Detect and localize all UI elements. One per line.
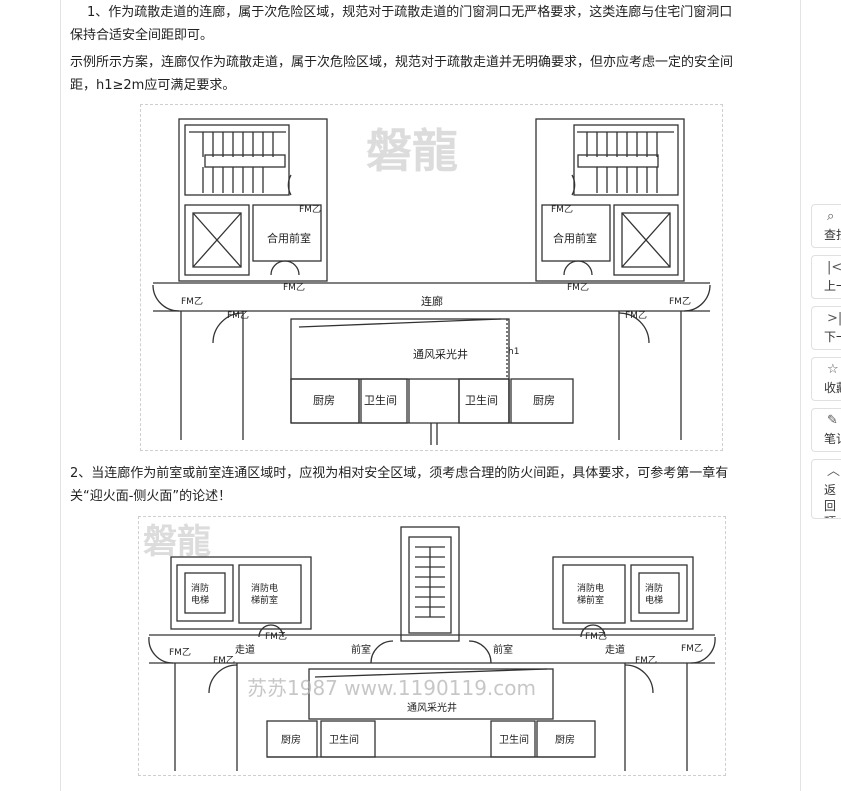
favorite-label: 收藏 [824, 381, 841, 395]
next-label: 下一 [824, 330, 841, 344]
back-to-top-button[interactable]: ︿ 返回顶部 [811, 459, 841, 519]
paragraph-3-line-2: 关“迎火面-侧火面”的论述！ [70, 489, 232, 504]
fm-label-3: FM乙 [551, 204, 573, 215]
h1-dimension-label: h1 [508, 347, 519, 357]
content-border-right [800, 0, 801, 791]
paragraph-1: 1、作为疏散走道的连廊，属于次危险区域，规范对于疏散走道的门窗洞口无严格要求，这… [70, 1, 788, 47]
lightwell-label: 通风采光井 [413, 347, 468, 361]
fire-elevator-right-label-1: 消防 [645, 582, 663, 594]
lightwell-label-2: 通风采光井 [407, 701, 457, 714]
kitchen-left-label-2: 厨房 [281, 733, 301, 746]
previous-label: 上一 [824, 279, 841, 293]
fire-elevator-right-label-2: 电梯 [645, 594, 663, 606]
notes-label: 笔记 [824, 432, 841, 446]
bathroom-left-label-2: 卫生间 [329, 733, 359, 746]
paragraph-3: 2、当连廊作为前室或前室连通区域时，应视为相对安全区域，须考虑合理的防火间距，具… [70, 462, 788, 508]
fm-label-6: FM乙 [227, 310, 249, 321]
previous-button[interactable]: |< 上一 [811, 255, 841, 299]
fire-anteroom-left-label-1: 消防电 [251, 582, 278, 594]
paragraph-2: 示例所示方案，连廊仅作为疏散走道，属于次危险区域，规范对于疏散走道并无明确要求，… [70, 51, 788, 97]
fire-anteroom-left-label-2: 梯前室 [251, 594, 278, 606]
fm-label-8: FM乙 [669, 296, 691, 307]
fire-anteroom-right-label-1: 消防电 [577, 582, 604, 594]
next-icon: >| [827, 311, 841, 326]
fm-label-2: FM乙 [283, 282, 305, 293]
floor-plan-figure-2: 磐龍 [138, 516, 726, 776]
shared-anteroom-right-label: 合用前室 [553, 231, 597, 245]
watermark-logo-2: 磐龍 [143, 522, 211, 562]
find-button[interactable]: ⌕ 查找 [811, 204, 841, 248]
bathroom-left-label: 卫生间 [364, 393, 397, 407]
fire-elevator-left-label-1: 消防 [191, 582, 209, 594]
corridor-right-label: 走道 [605, 643, 625, 656]
floor-plan-figure-1: 磐龍 [140, 104, 723, 451]
floor-plan-2-drawing: 磐龍 [143, 522, 716, 771]
pen-icon: ✎ [827, 413, 838, 428]
kitchen-left-label: 厨房 [313, 394, 335, 407]
fm-label-5: FM乙 [181, 296, 203, 307]
paragraph-2-line-1: 示例所示方案，连廊仅作为疏散走道，属于次危险区域，规范对于疏散走道并无明确要求，… [70, 55, 734, 70]
find-label: 查找 [824, 228, 841, 242]
fire-anteroom-right-label-2: 梯前室 [577, 594, 604, 606]
next-button[interactable]: >| 下一 [811, 306, 841, 350]
corridor-label: 连廊 [421, 294, 443, 308]
bathroom-right-label: 卫生间 [465, 393, 498, 407]
notes-button[interactable]: ✎ 笔记 [811, 408, 841, 452]
anteroom-right-label: 前室 [493, 643, 513, 656]
floor-plan-1-drawing: 磐龍 [152, 118, 711, 445]
content-border-left [60, 0, 61, 791]
paragraph-1-line-2: 保持合适安全间距即可。 [70, 28, 214, 43]
fig2-fm-label-2: FM乙 [585, 631, 607, 642]
star-icon: ☆ [827, 362, 839, 377]
anteroom-left-label: 前室 [351, 643, 371, 656]
back-to-top-label: 返回顶部 [824, 483, 837, 518]
fm-label-1: FM乙 [299, 204, 321, 215]
fig2-fm-label-5: FM乙 [635, 655, 657, 666]
fig2-fm-label-4: FM乙 [213, 655, 235, 666]
side-toolbar: ⌕ 查找 |< 上一 >| 下一 ☆ 收藏 ✎ 笔记 ︿ 返回顶部 [811, 204, 841, 526]
fig2-fm-label-1: FM乙 [265, 631, 287, 642]
fm-label-7: FM乙 [625, 310, 647, 321]
paragraph-1-line-1: 1、作为疏散走道的连廊，属于次危险区域，规范对于疏散走道的门窗洞口无严格要求，这… [87, 5, 733, 20]
fm-label-4: FM乙 [567, 282, 589, 293]
favorite-button[interactable]: ☆ 收藏 [811, 357, 841, 401]
fire-elevator-left-label-2: 电梯 [191, 594, 209, 606]
kitchen-right-label: 厨房 [533, 394, 555, 407]
fig2-fm-label-3: FM乙 [169, 647, 191, 658]
paragraph-2-line-2: 距，h1≥2m应可满足要求。 [70, 78, 236, 93]
prev-icon: |< [827, 260, 841, 275]
shared-anteroom-left-label: 合用前室 [267, 231, 311, 245]
bathroom-right-label-2: 卫生间 [499, 733, 529, 746]
kitchen-right-label-2: 厨房 [555, 733, 575, 746]
corridor-left-label: 走道 [235, 643, 255, 656]
search-icon: ⌕ [827, 209, 835, 224]
top-icon: ︿ [827, 464, 841, 479]
paragraph-3-line-1: 2、当连廊作为前室或前室连通区域时，应视为相对安全区域，须考虑合理的防火间距，具… [70, 466, 729, 481]
watermark-logo: 磐龍 [366, 124, 458, 178]
site-watermark: 苏苏1987 www.1190119.com [247, 676, 536, 700]
fig2-fm-label-6: FM乙 [681, 643, 703, 654]
